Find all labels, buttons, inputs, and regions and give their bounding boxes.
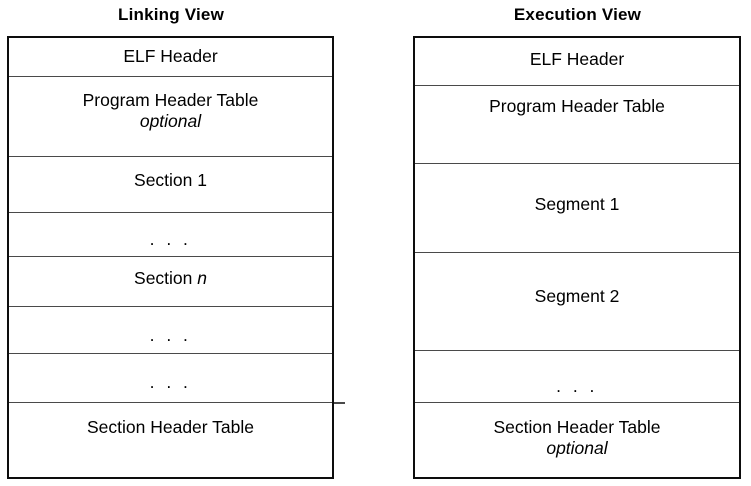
row-label: Section Header Table — [86, 417, 254, 437]
linking-row-elf-header: ELF Header — [9, 38, 332, 77]
ellipsis-dots: . . . — [556, 376, 598, 396]
execution-row-section-header-table: Section Header Table optional — [415, 403, 739, 476]
execution-view-title: Execution View — [513, 5, 642, 24]
divider-overhang-linking — [334, 402, 345, 404]
row-sublabel-optional: optional — [139, 110, 202, 131]
linking-view-table: ELF Header Program Header Table optional… — [7, 36, 334, 479]
row-label: Section Header Table — [493, 417, 661, 437]
linking-row-ellipsis-2: . . . — [9, 307, 332, 354]
linking-row-ellipsis-3: . . . — [9, 354, 332, 403]
row-label: Segment 2 — [534, 286, 620, 306]
ellipsis-dots: . . . — [149, 325, 192, 345]
execution-row-segment-1: Segment 1 — [415, 164, 739, 253]
row-label: Program Header Table — [489, 96, 665, 116]
row-sublabel-optional: optional — [546, 437, 608, 458]
execution-row-ellipsis: . . . — [415, 351, 739, 403]
row-label: Program Header Table — [82, 90, 259, 110]
linking-row-section-header-table: Section Header Table — [9, 403, 332, 476]
section-index-italic: n — [197, 268, 207, 288]
linking-row-ellipsis-1: . . . — [9, 213, 332, 257]
linking-row-program-header-table: Program Header Table optional — [9, 77, 332, 157]
row-label: ELF Header — [123, 46, 218, 66]
row-label: Section 1 — [134, 170, 207, 190]
row-label: Section n — [134, 268, 207, 288]
row-label: Segment 1 — [534, 194, 620, 214]
ellipsis-dots: . . . — [149, 372, 192, 392]
ellipsis-dots: . . . — [149, 229, 192, 249]
execution-row-program-header-table: Program Header Table — [415, 86, 739, 164]
execution-row-segment-2: Segment 2 — [415, 253, 739, 351]
execution-row-elf-header: ELF Header — [415, 38, 739, 86]
execution-view-table: ELF Header Program Header Table Segment … — [413, 36, 741, 479]
linking-row-section-1: Section 1 — [9, 157, 332, 213]
row-label: ELF Header — [529, 49, 625, 69]
linking-view-title: Linking View — [118, 5, 224, 24]
linking-row-section-n: Section n — [9, 257, 332, 307]
